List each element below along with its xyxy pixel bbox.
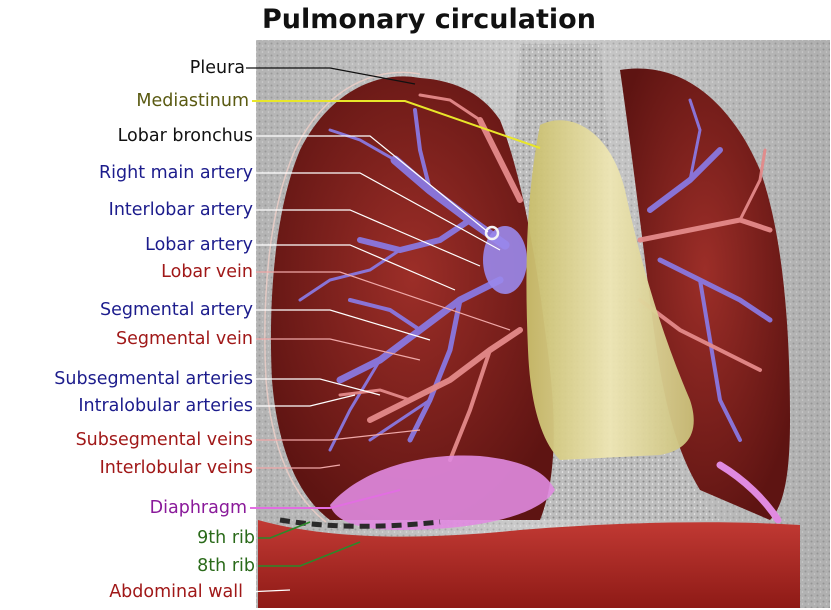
label-diaphragm: Diaphragm — [150, 498, 247, 518]
label-subsegmental-arteries: Subsegmental arteries — [54, 369, 253, 389]
label-rib-9: 9th rib — [197, 528, 255, 548]
label-lobar-vein: Lobar vein — [161, 262, 253, 282]
label-segmental-vein: Segmental vein — [116, 329, 253, 349]
artery-hilum — [483, 226, 527, 294]
label-intralobular-arteries: Intralobular arteries — [78, 396, 253, 416]
label-rib-8: 8th rib — [197, 556, 255, 576]
label-subsegmental-veins: Subsegmental veins — [76, 430, 253, 450]
label-segmental-artery: Segmental artery — [100, 300, 253, 320]
label-lobar-bronchus: Lobar bronchus — [118, 126, 253, 146]
label-interlobar-artery: Interlobar artery — [109, 200, 253, 220]
label-right-main-artery: Right main artery — [99, 163, 253, 183]
label-mediastinum: Mediastinum — [136, 91, 249, 111]
label-lobar-artery: Lobar artery — [145, 235, 253, 255]
label-interlobular-veins: Interlobular veins — [100, 458, 253, 478]
label-abdominal-wall: Abdominal wall — [109, 582, 243, 602]
label-pleura: Pleura — [190, 58, 245, 78]
